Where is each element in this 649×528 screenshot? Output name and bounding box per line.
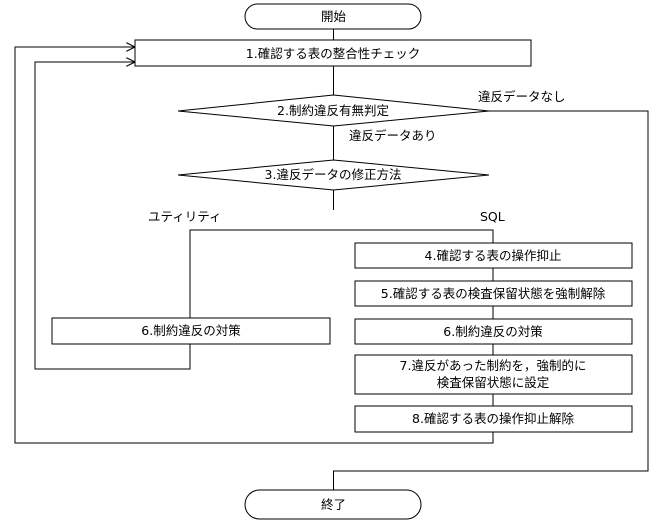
step7-box xyxy=(354,354,633,395)
step3-diamond xyxy=(177,159,490,191)
start-label: 開始 xyxy=(321,9,347,24)
end-terminal: 終了 xyxy=(244,489,422,520)
step7-label-line2: 検査保留状態に設定 xyxy=(437,375,550,390)
connector-split-branches xyxy=(189,229,494,318)
step5-process: 5.確認する表の検査保留状態を強制解除 xyxy=(354,280,633,307)
step1-box xyxy=(134,39,532,67)
branch-no-violation-label: 違反データなし xyxy=(478,89,566,104)
step6-sql-box xyxy=(354,318,633,345)
step2-diamond xyxy=(177,94,490,127)
start-terminal: 開始 xyxy=(244,3,422,30)
step7-process: 7.違反があった制約を，強制的に 検査保留状態に設定 xyxy=(354,354,633,395)
step8-process: 8.確認する表の操作抑止解除 xyxy=(354,405,633,433)
step4-process: 4.確認する表の操作抑止 xyxy=(354,242,633,269)
step4-label: 4.確認する表の操作抑止 xyxy=(425,248,562,263)
start-terminal-shape xyxy=(244,3,422,30)
step6-utility-box xyxy=(51,317,331,345)
step1-label: 1.確認する表の整合性チェック xyxy=(246,46,420,61)
step3-decision: 3.違反データの修正方法 xyxy=(177,159,490,191)
step6-utility-label: 6.制約違反の対策 xyxy=(141,323,241,338)
connector-step8-loop-step1 xyxy=(14,47,494,444)
step4-box xyxy=(354,242,633,269)
step2-decision: 2.制約違反有無判定 xyxy=(177,94,490,127)
step8-label: 8.確認する表の操作抑止解除 xyxy=(412,411,574,426)
connector-no-violation-end xyxy=(333,110,649,490)
step6-utility-process: 6.制約違反の対策 xyxy=(51,317,331,345)
branch-utility-label: ユティリティ xyxy=(148,209,222,224)
connector-lines xyxy=(14,28,649,490)
step1-process: 1.確認する表の整合性チェック xyxy=(134,39,532,67)
branch-sql-label: SQL xyxy=(480,209,505,224)
branch-has-violation-label: 違反データあり xyxy=(349,128,437,143)
step8-box xyxy=(354,405,633,433)
end-label: 終了 xyxy=(321,497,346,512)
step5-label: 5.確認する表の検査保留状態を強制解除 xyxy=(381,286,606,301)
end-terminal-shape xyxy=(244,489,422,520)
step3-label: 3.違反データの修正方法 xyxy=(265,167,402,182)
step7-label-line1: 7.違反があった制約を，強制的に xyxy=(400,358,587,373)
step6-sql-process: 6.制約違反の対策 xyxy=(354,318,633,345)
step2-label: 2.制約違反有無判定 xyxy=(277,103,389,118)
connector-utility-loop-step1 xyxy=(34,62,191,370)
step6-sql-label: 6.制約違反の対策 xyxy=(443,324,543,339)
step5-box xyxy=(354,280,633,307)
